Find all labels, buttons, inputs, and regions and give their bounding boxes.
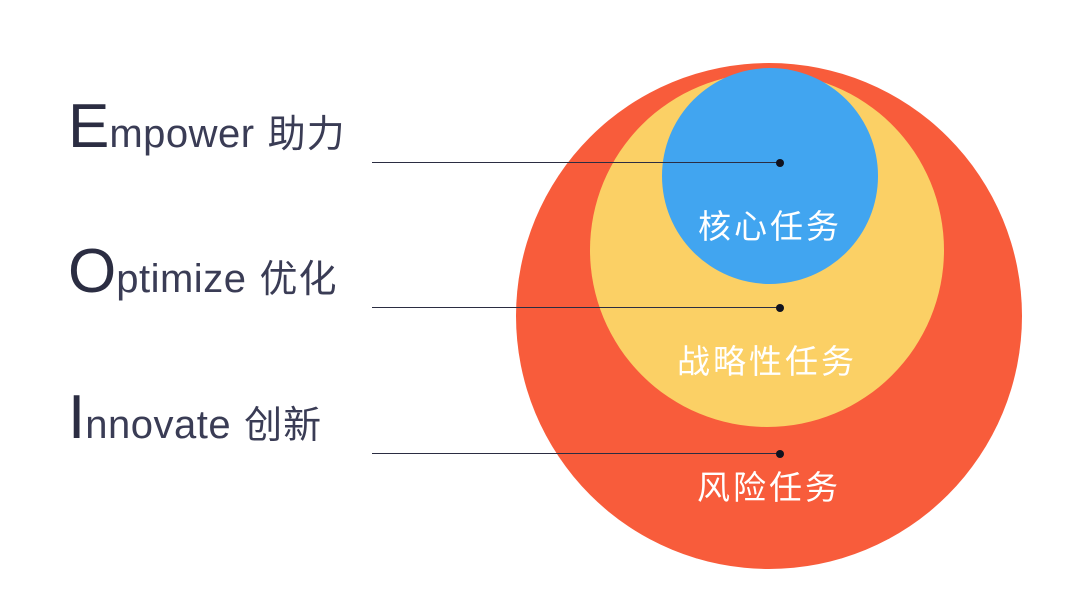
circle-core-inner: 核心任务 — [662, 68, 878, 284]
label-innovate: I nnovate 创新 — [68, 387, 322, 449]
leader-dot-optimize — [776, 303, 784, 312]
label-innovate-rest: nnovate — [85, 403, 232, 447]
circle-risk-label: 风险任务 — [697, 469, 841, 506]
label-optimize-rest: ptimize — [116, 257, 247, 301]
label-empower-capital: E — [68, 92, 110, 161]
circle-core-label: 核心任务 — [698, 208, 842, 245]
leader-dot-innovate — [776, 449, 784, 458]
circle-strategic-label: 战略性任务 — [677, 343, 857, 380]
leader-line-empower — [372, 158, 784, 167]
leader-line-innovate — [372, 449, 784, 458]
label-empower-rest: mpower — [109, 112, 255, 156]
leader-dot-empower — [776, 158, 784, 167]
label-innovate-chinese: 创新 — [244, 405, 323, 447]
label-empower-chinese: 助力 — [267, 114, 346, 156]
leader-line-optimize — [372, 303, 784, 312]
circle-strategic-middle: 战略性任务 — [590, 73, 944, 427]
label-optimize: O ptimize 优化 — [68, 241, 337, 303]
label-innovate-capital: I — [68, 383, 86, 452]
label-optimize-capital: O — [68, 237, 117, 306]
label-optimize-chinese: 优化 — [259, 259, 338, 301]
label-empower: E mpower 助力 — [68, 96, 346, 158]
